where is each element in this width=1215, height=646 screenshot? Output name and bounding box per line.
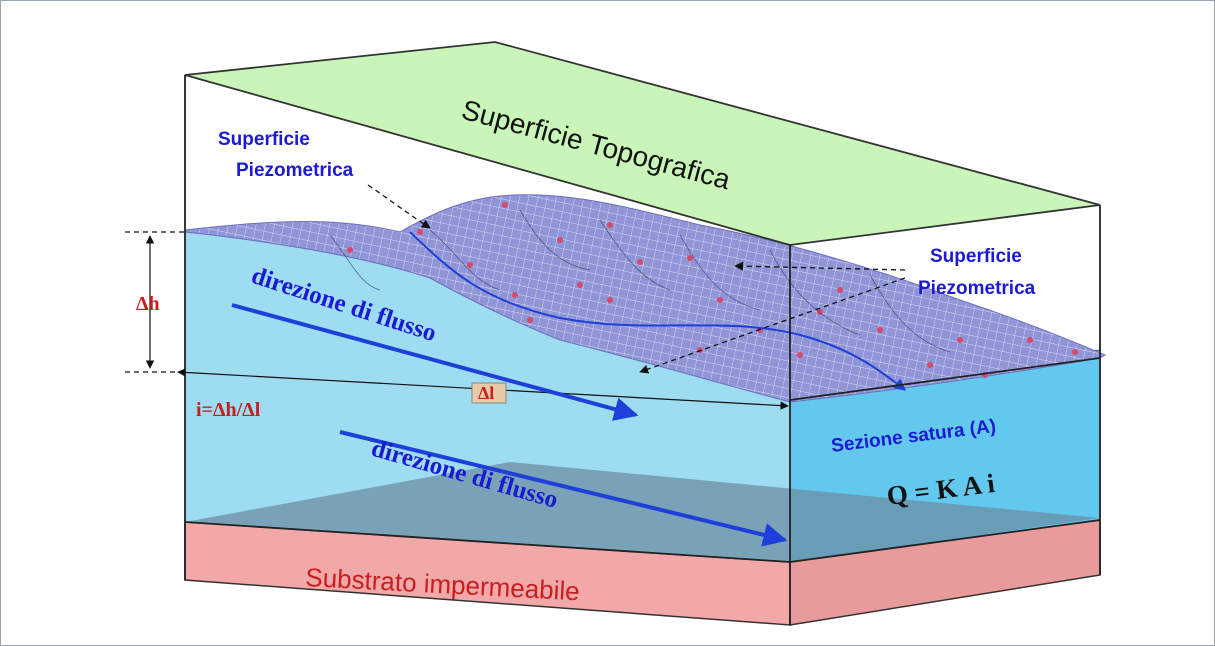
gradient-label: i=Δh/Δl bbox=[196, 399, 261, 421]
surface-flow-line bbox=[409, 231, 906, 391]
flow-arrow-upper bbox=[231, 303, 639, 421]
block-outline bbox=[184, 75, 1101, 625]
delta-l-box bbox=[471, 382, 507, 404]
piezometric-surface-mesh bbox=[184, 194, 1107, 403]
contour-lines bbox=[329, 209, 951, 353]
delta-h-label: Δh bbox=[136, 293, 160, 315]
piezo-right-leader-1 bbox=[734, 261, 906, 271]
piezo-right-label-line1: Superficie bbox=[930, 246, 1022, 267]
flow-arrow-lower bbox=[339, 430, 788, 547]
piezo-left-label-line1: Superficie bbox=[218, 129, 310, 150]
piezo-left-label-line2: Piezometrica bbox=[236, 160, 354, 181]
piezo-right-label-line2: Piezometrica bbox=[918, 278, 1036, 299]
delta-h-dimension bbox=[125, 231, 185, 373]
piezo-left-leader bbox=[367, 184, 431, 229]
piezo-right-leader-2 bbox=[639, 277, 906, 374]
piezometer-points bbox=[347, 202, 1078, 378]
delta-l-label: Δl bbox=[478, 383, 494, 403]
